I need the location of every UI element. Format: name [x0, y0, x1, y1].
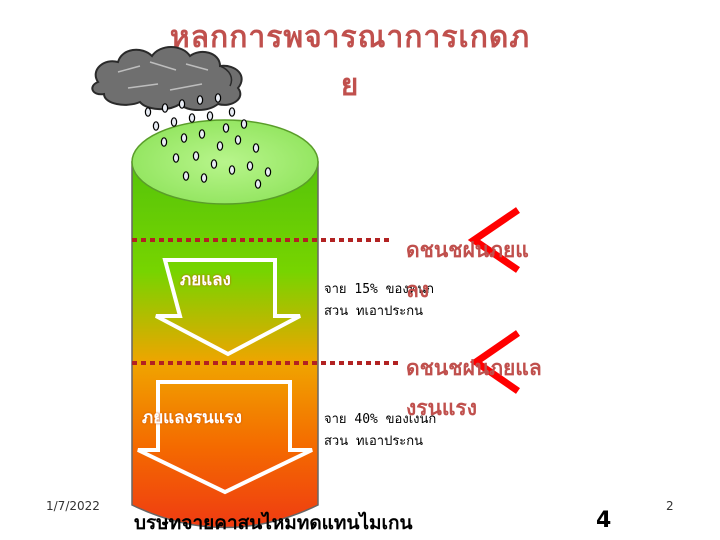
- arrow-down-icon: [137, 380, 313, 495]
- slide-title: หลกการพจารณาการเกดภ ย: [169, 20, 531, 103]
- rain-index-label-drought: ดชนชฝนภยแ ลง: [406, 238, 529, 302]
- slide-number: 2: [666, 499, 674, 513]
- payout-subtext-severe-drought: สวน ทเอาประกน: [324, 434, 424, 449]
- less-than-chevron-icon: [467, 207, 520, 273]
- slide-date: 1/7/2022: [46, 499, 100, 513]
- arrow-down-icon: [155, 258, 301, 357]
- cylinder-body: [131, 161, 319, 529]
- payout-text-drought: จาย 15% ของทนก: [324, 282, 435, 297]
- payout-subtext-drought: สวน ทเอาประกน: [324, 304, 424, 319]
- level-label-drought: ภยแลง: [180, 270, 231, 290]
- payout-text-severe-drought: จาย 40% ของเงนก: [324, 412, 437, 427]
- payout-cap-text: บรษทจายคาสนไหมทดแทนไมเกน: [134, 512, 413, 534]
- raindrops-icon: [144, 93, 272, 189]
- rain-index-label-severe-drought: ดชนชฝนภยแล งรนแรง: [406, 356, 542, 420]
- less-than-chevron-icon: [469, 330, 520, 394]
- page-number: 4: [596, 508, 612, 533]
- rain-cloud-icon: [91, 46, 243, 111]
- cylinder-top: [131, 119, 319, 205]
- level-label-severe-drought: ภยแลงรนแรง: [142, 408, 242, 428]
